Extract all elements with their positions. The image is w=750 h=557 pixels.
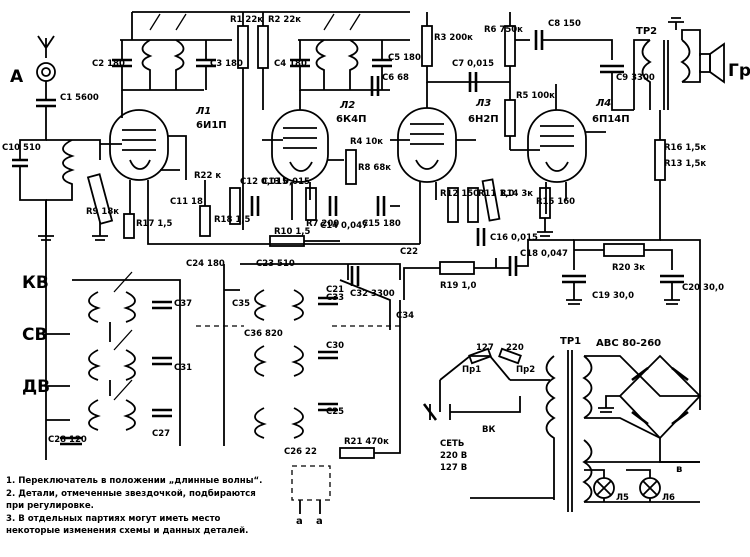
if-transformer-2	[290, 13, 410, 96]
antenna-input	[12, 35, 114, 280]
power-section	[422, 347, 702, 512]
resistors-r1-r2	[237, 12, 269, 230]
if-transformer-1	[112, 11, 410, 118]
tube-l4	[510, 84, 606, 214]
audio-coupling	[421, 12, 634, 150]
note-1: 1. Переключатель в положении „длинные во…	[6, 476, 263, 486]
note-3-cont: некоторые изменения схемы и данных детал…	[6, 526, 249, 536]
switch-block	[291, 267, 420, 514]
tube-l1	[100, 109, 187, 200]
output-transformer	[573, 17, 725, 410]
band-coils-2	[196, 263, 401, 446]
bias-network	[123, 144, 553, 247]
band-coils	[45, 271, 181, 460]
note-2: 2. Детали, отмеченные звездочкой, подбир…	[6, 488, 256, 499]
notes-block: 1. Переключатель в положении „длинные во…	[6, 475, 306, 538]
power-filter	[420, 239, 684, 305]
tube-l3	[390, 82, 476, 210]
note-3: 3. В отдельных партиях могут иметь место	[6, 513, 221, 524]
tube-l2	[262, 90, 344, 220]
note-2-cont: при регулировке.	[6, 501, 94, 511]
